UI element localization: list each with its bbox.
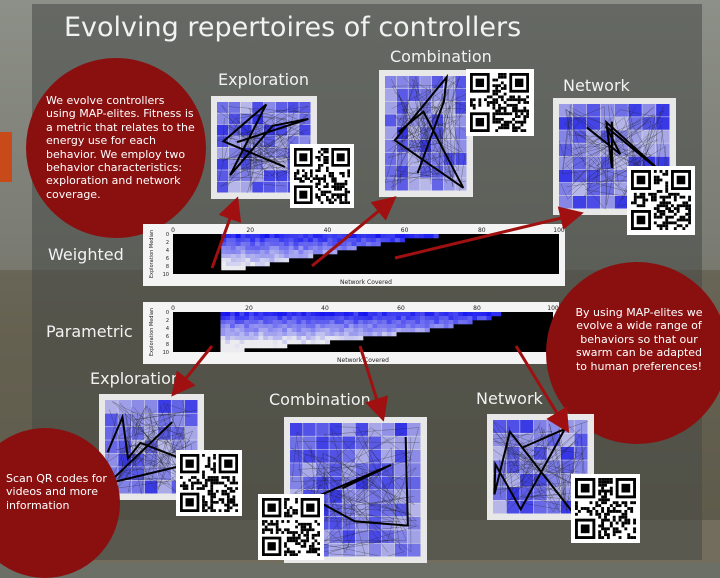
label-bottom-network: Network xyxy=(476,389,543,408)
heatmap-xtick: 0 xyxy=(171,305,175,312)
heatmap-xtick: 80 xyxy=(478,227,486,234)
heatmap-ytick: 8 xyxy=(166,264,169,270)
heatmap-xtick: 100 xyxy=(553,227,565,234)
heatmap-ytick: 2 xyxy=(166,240,169,246)
heatmap-ytick: 2 xyxy=(166,318,169,324)
thumb-bottom-combination xyxy=(284,417,427,563)
page-title: Evolving repertoires of controllers xyxy=(64,12,522,43)
thumb-top-network xyxy=(553,98,676,215)
heatmap-ytick: 10 xyxy=(163,350,169,356)
heatmap-xtick: 40 xyxy=(321,305,329,312)
parametric-label: Parametric xyxy=(46,322,133,341)
heatmap-ytick: 6 xyxy=(166,334,169,340)
heatmap-ytick: 4 xyxy=(166,248,169,254)
heatmap-xlabel: Network Covered xyxy=(340,279,392,286)
intro-bubble: We evolve controllers using MAP-elites. … xyxy=(26,58,206,238)
heatmap-xtick: 20 xyxy=(246,227,254,234)
heatmap-ytick: 4 xyxy=(166,326,169,332)
weighted-label: Weighted xyxy=(48,245,124,264)
heatmap-ylabel: Exploration Median xyxy=(149,230,155,278)
qr-code-top-combination[interactable] xyxy=(466,69,534,136)
thumb-top-combination xyxy=(379,70,473,197)
heatmap-xtick: 100 xyxy=(547,305,559,312)
qr-info-text: Scan QR codes for videos and more inform… xyxy=(6,472,107,512)
qr-code-bottom-network[interactable] xyxy=(571,474,640,543)
heatmap-xtick: 60 xyxy=(397,305,405,312)
heatmap-ytick: 6 xyxy=(166,256,169,262)
heatmap-ytick: 8 xyxy=(166,342,169,348)
qr-info-bubble: Scan QR codes for videos and more inform… xyxy=(0,428,120,578)
heatmap-xtick: 60 xyxy=(401,227,409,234)
right-bubble: By using MAP-elites we evolve a wide ran… xyxy=(546,262,720,444)
heatmap-ytick: 0 xyxy=(166,232,169,238)
heatmap-xtick: 20 xyxy=(245,305,253,312)
heatmap-xtick: 40 xyxy=(324,227,332,234)
label-top-network: Network xyxy=(563,76,630,95)
label-bottom-combination: Combination xyxy=(269,390,371,409)
heatmap-ytick: 10 xyxy=(163,272,169,278)
heatmap-ylabel: Exploration Median xyxy=(149,308,155,356)
label-bottom-exploration: Exploration xyxy=(90,369,181,388)
heatmap-xtick: 80 xyxy=(473,305,481,312)
label-top-exploration: Exploration xyxy=(218,70,309,89)
qr-code-top-exploration[interactable] xyxy=(290,144,354,208)
right-text: By using MAP-elites we evolve a wide ran… xyxy=(575,306,703,373)
qr-code-bottom-exploration[interactable] xyxy=(176,450,242,516)
intro-text: We evolve controllers using MAP-elites. … xyxy=(46,94,195,201)
qr-code-top-network[interactable] xyxy=(627,166,695,235)
label-top-combination: Combination xyxy=(390,47,492,66)
heatmap-xlabel: Network Covered xyxy=(337,357,389,364)
heatmap-xtick: 0 xyxy=(171,227,175,234)
heatmap-ytick: 0 xyxy=(166,310,169,316)
qr-code-bottom-combination[interactable] xyxy=(258,494,324,560)
